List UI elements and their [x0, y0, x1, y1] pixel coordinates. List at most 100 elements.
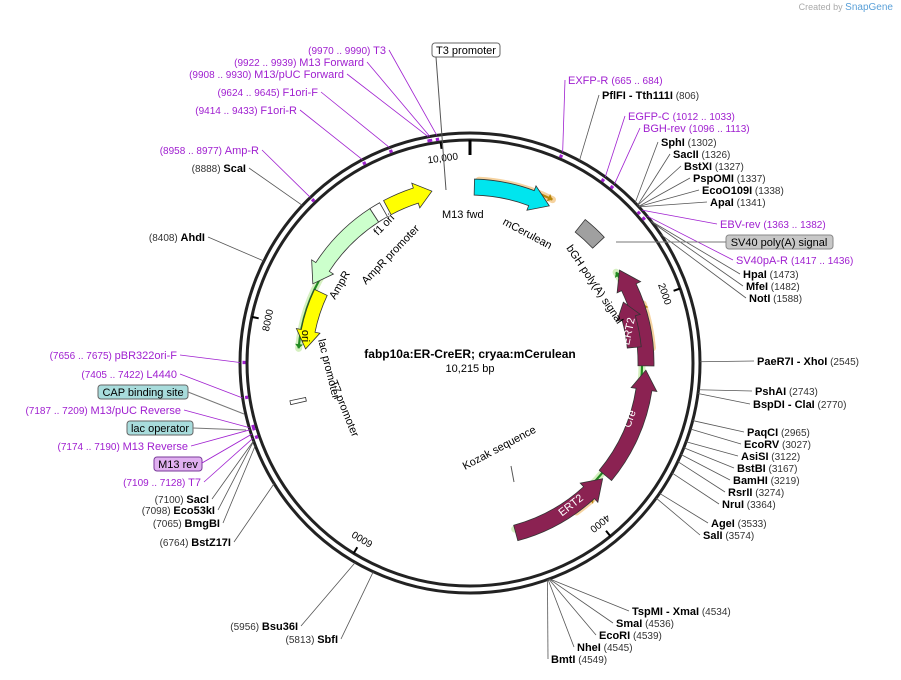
site-bstz17i[interactable]: (6764) BstZ17I	[160, 537, 231, 549]
site-pflfi[interactable]: PflFI - Tth111I (806)	[602, 90, 699, 102]
feature-lac-promoter-10[interactable]	[289, 397, 307, 406]
svg-text:(9624 .. 9645) F1ori-F: (9624 .. 9645) F1ori-F	[218, 87, 319, 99]
feature-ert2-5[interactable]	[513, 478, 604, 542]
leader-line	[680, 454, 731, 481]
feature-cre-4[interactable]	[598, 369, 658, 482]
site-noti[interactable]: NotI (1588)	[749, 293, 802, 305]
site-paqci[interactable]: PaqCI (2965)	[747, 427, 810, 439]
site-ahdi[interactable]: (8408) AhdI	[149, 232, 205, 244]
svg-text:(5956) Bsu36I: (5956) Bsu36I	[230, 621, 298, 633]
primer-t3[interactable]: (9970 .. 9990) T3	[308, 45, 386, 57]
feature-ampr-promoter-8[interactable]	[369, 202, 389, 223]
credit-line: Created by SnapGene	[799, 2, 893, 13]
site-ecoo109i[interactable]: EcoO109I (1338)	[702, 185, 784, 197]
svg-text:PaeR7I - XhoI (2545): PaeR7I - XhoI (2545)	[757, 356, 859, 368]
primer-amp-r[interactable]: (8958 .. 8977) Amp-R	[160, 145, 259, 157]
leader-line	[637, 165, 682, 206]
leader-line	[299, 109, 363, 161]
leader-line	[207, 236, 264, 262]
leader-line	[179, 373, 243, 399]
kozak-leader	[510, 465, 515, 483]
svg-text:(7098) Eco53kI: (7098) Eco53kI	[142, 505, 215, 517]
site-bspdi[interactable]: BspDI - ClaI (2770)	[753, 399, 846, 411]
feature-ori-6[interactable]	[295, 288, 328, 350]
leader-line	[641, 209, 718, 225]
leader-line	[548, 578, 614, 624]
svg-text:EBV-rev (1363 .. 1382): EBV-rev (1363 .. 1382)	[720, 219, 826, 231]
svg-text:EcoRI (4539): EcoRI (4539)	[599, 630, 662, 642]
leader-line	[646, 215, 734, 261]
primer-m13-puc-forward[interactable]: (9908 .. 9930) M13/pUC Forward	[189, 69, 344, 81]
site-bstxi[interactable]: BstXI (1327)	[684, 161, 744, 173]
svg-text:HpaI (1473): HpaI (1473)	[743, 269, 799, 281]
site-mfei[interactable]: MfeI (1482)	[746, 281, 800, 293]
leader-line	[699, 360, 755, 363]
mcerulean-label: mCerulean	[501, 216, 554, 252]
leader-line	[320, 91, 390, 148]
feature-er-lbd-3[interactable]	[616, 301, 642, 349]
leader-line	[222, 445, 256, 524]
site-smai[interactable]: SmaI (4536)	[616, 618, 674, 630]
svg-text:BstBI (3167): BstBI (3167)	[737, 463, 797, 475]
primer-m13-puc-reverse[interactable]: (7187 .. 7209) M13/pUC Reverse	[25, 405, 181, 417]
primer-egfp-c[interactable]: EGFP-C (1012 .. 1033)	[628, 111, 735, 123]
leader-line	[547, 579, 575, 648]
svg-text:BspDI - ClaI (2770): BspDI - ClaI (2770)	[753, 399, 846, 411]
site-bamhi[interactable]: BamHI (3219)	[733, 475, 800, 487]
svg-text:BGH-rev (1096 .. 1113): BGH-rev (1096 .. 1113)	[643, 123, 750, 135]
site-tspmi[interactable]: TspMI - XmaI (4534)	[632, 606, 731, 618]
site-nhei[interactable]: NheI (4545)	[577, 642, 633, 654]
site-apai[interactable]: ApaI (1341)	[710, 197, 766, 209]
site-pspomi[interactable]: PspOMI (1337)	[693, 173, 766, 185]
primer-bgh-rev[interactable]: BGH-rev (1096 .. 1113)	[643, 123, 750, 135]
site-hpai[interactable]: HpaI (1473)	[743, 269, 799, 281]
site-bsu36i[interactable]: (5956) Bsu36I	[230, 621, 298, 633]
site-sali[interactable]: SalI (3574)	[703, 530, 754, 542]
site-ecori[interactable]: EcoRI (4539)	[599, 630, 662, 642]
site-scai[interactable]: (8888) ScaI	[192, 163, 246, 175]
site-sphi[interactable]: SphI (1302)	[661, 137, 717, 149]
primer-f1ori-r[interactable]: (9414 .. 9433) F1ori-R	[195, 105, 297, 117]
leader-line	[233, 483, 275, 543]
feature-bgh-poly-a-signal-1[interactable]	[574, 218, 605, 249]
site-ecorv[interactable]: EcoRV (3027)	[744, 439, 811, 451]
feature-mcerulean-0[interactable]	[473, 178, 550, 211]
leader-line	[346, 73, 429, 138]
svg-text:BamHI (3219): BamHI (3219)	[733, 475, 800, 487]
site-agei[interactable]: AgeI (3533)	[711, 518, 767, 530]
site-bstbi[interactable]: BstBI (3167)	[737, 463, 797, 475]
site-sacii[interactable]: SacII (1326)	[673, 149, 730, 161]
backbone-outer	[238, 131, 702, 595]
svg-text:EcoO109I (1338): EcoO109I (1338)	[702, 185, 784, 197]
primer-m13-forward[interactable]: (9922 .. 9939) M13 Forward	[234, 57, 364, 69]
feature-f1-ori-9[interactable]	[383, 182, 433, 216]
site-paer7i[interactable]: PaeR7I - XhoI (2545)	[757, 356, 859, 368]
leader-line	[692, 420, 745, 433]
primer-mark	[310, 198, 316, 203]
leader-line	[340, 571, 374, 640]
primer-f1ori-f[interactable]: (9624 .. 9645) F1ori-F	[218, 87, 319, 99]
svg-text:NotI (1588): NotI (1588)	[749, 293, 802, 305]
site-bmti[interactable]: BmtI (4549)	[551, 654, 607, 666]
site-rsrii[interactable]: RsrII (3274)	[728, 487, 784, 499]
svg-text:EcoRV (3027): EcoRV (3027)	[744, 439, 811, 451]
primer-t7[interactable]: (7109 .. 7128) T7	[123, 477, 201, 489]
primer-exfp-r[interactable]: EXFP-R (665 .. 684)	[568, 75, 663, 87]
site-sbfi[interactable]: (5813) SbfI	[286, 634, 338, 646]
primer-l4440[interactable]: (7405 .. 7422) L4440	[81, 369, 177, 381]
leader-line	[547, 579, 549, 660]
site-pshai[interactable]: PshAI (2743)	[755, 386, 818, 398]
primer-m13-reverse[interactable]: (7174 .. 7190) M13 Reverse	[58, 441, 188, 453]
leader-line	[604, 115, 626, 178]
site-eco53ki[interactable]: (7098) Eco53kI	[142, 505, 215, 517]
svg-text:(8888) ScaI: (8888) ScaI	[192, 163, 246, 175]
site-saci[interactable]: (7100) SacI	[155, 494, 209, 506]
svg-text:AsiSI (3122): AsiSI (3122)	[741, 451, 800, 463]
primer-sv40pa-r[interactable]: SV40pA-R (1417 .. 1436)	[736, 255, 853, 267]
sv40-box: SV40 poly(A) signal	[616, 234, 834, 250]
site-bmgbi[interactable]: (7065) BmgBI	[153, 518, 220, 530]
site-asisi[interactable]: AsiSI (3122)	[741, 451, 800, 463]
primer-ebv-rev[interactable]: EBV-rev (1363 .. 1382)	[720, 219, 826, 231]
site-nrui[interactable]: NruI (3364)	[722, 499, 776, 511]
primer-pbr322ori-f[interactable]: (7656 .. 7675) pBR322ori-F	[50, 350, 178, 362]
